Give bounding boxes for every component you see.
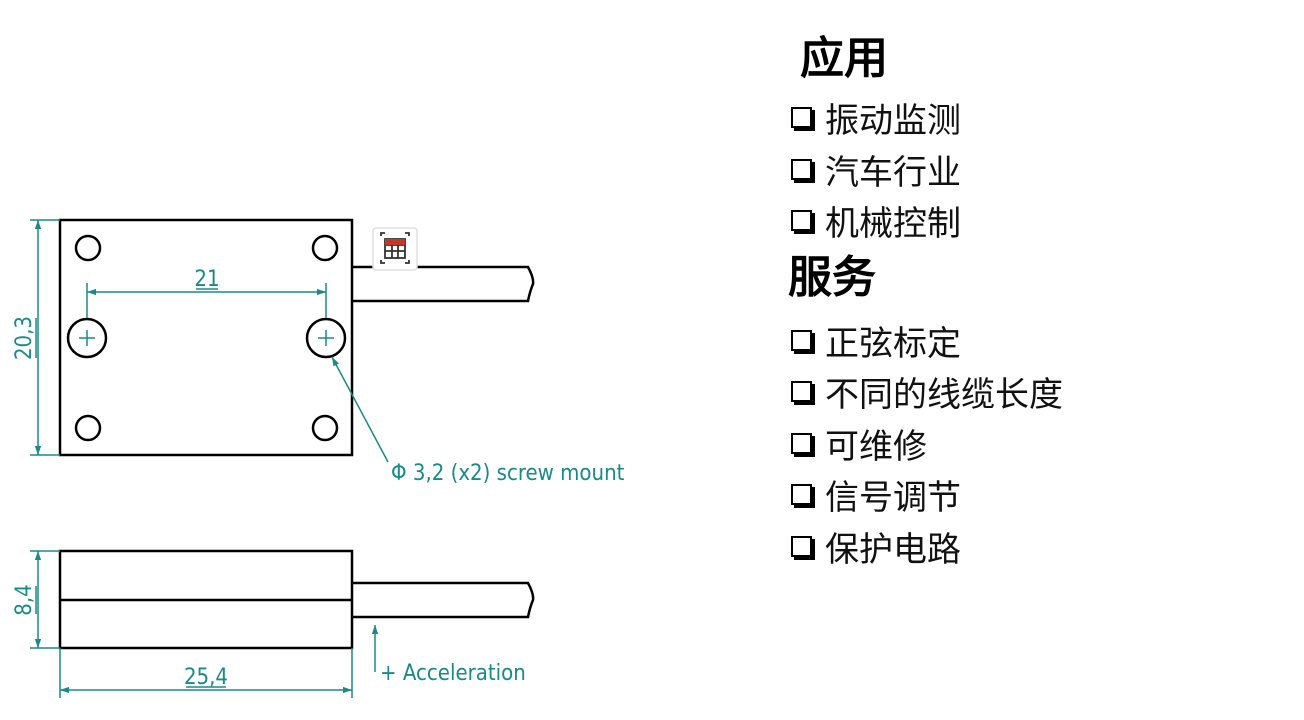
dimension-label-21: 21 — [194, 267, 219, 292]
checkbox-icon — [791, 535, 812, 557]
checkbox-icon — [791, 329, 812, 351]
list-item-label: 可维修 — [825, 426, 927, 467]
list-item-label: 振动监测 — [825, 101, 961, 142]
hole-callout-leader — [331, 356, 389, 463]
sensor-body-top — [58, 218, 354, 457]
checkbox-icon — [791, 158, 812, 180]
info-panel: 应用 振动监测 汽车行业 机械控制 服务 正弦标定 不同的线缆长度 可维修 信号… — [788, 28, 1288, 572]
cable-side — [352, 581, 535, 619]
checkbox-icon — [791, 210, 812, 232]
top-view: 21 20,3 Φ 3,2 (x2) screw mount — [12, 218, 625, 486]
cable-top — [352, 265, 535, 303]
checkbox-icon — [791, 484, 812, 506]
services-list: 正弦标定 不同的线缆长度 可维修 信号调节 保护电路 — [788, 315, 1288, 573]
list-item: 可维修 — [788, 418, 1288, 470]
hole-crosshairs — [79, 330, 334, 346]
corner-hole — [74, 414, 102, 442]
dimension-label-20-3: 20,3 — [12, 316, 37, 360]
corner-hole — [311, 234, 339, 262]
list-item: 正弦标定 — [788, 315, 1288, 367]
corner-hole — [74, 234, 102, 262]
dimension-label-25-4: 25,4 — [184, 665, 228, 690]
hole-callout-label: Φ 3,2 (x2) screw mount — [391, 461, 625, 486]
applications-list: 振动监测 汽车行业 机械控制 — [788, 92, 1288, 247]
list-item-label: 正弦标定 — [825, 323, 961, 364]
dimension-label-8-4: 8,4 — [12, 584, 37, 615]
list-item-label: 机械控制 — [825, 204, 961, 245]
list-item: 振动监测 — [788, 92, 1288, 144]
list-item: 信号调节 — [788, 469, 1288, 521]
side-view: 8,4 25,4 + Acceleration — [12, 549, 535, 698]
list-item-label: 信号调节 — [825, 478, 961, 519]
services-heading: 服务 — [788, 251, 876, 303]
list-item-label: 汽车行业 — [825, 152, 961, 193]
technical-drawing: 21 20,3 Φ 3,2 (x2) screw mount — [12, 218, 625, 698]
checkbox-icon — [791, 107, 812, 129]
mount-hole-left — [66, 317, 108, 359]
mount-hole-right — [305, 317, 347, 359]
corner-hole — [311, 414, 339, 442]
calculator-icon[interactable] — [372, 227, 418, 271]
checkbox-icon — [791, 381, 812, 403]
list-item: 不同的线缆长度 — [788, 366, 1288, 418]
applications-heading: 应用 — [800, 33, 888, 84]
list-item: 机械控制 — [788, 195, 1288, 247]
list-item-label: 保护电路 — [825, 529, 961, 570]
acceleration-label: + Acceleration — [380, 661, 526, 686]
list-item: 保护电路 — [788, 521, 1288, 573]
checkbox-icon — [791, 432, 812, 454]
list-item: 汽车行业 — [788, 144, 1288, 196]
list-item-label: 不同的线缆长度 — [825, 375, 1063, 416]
